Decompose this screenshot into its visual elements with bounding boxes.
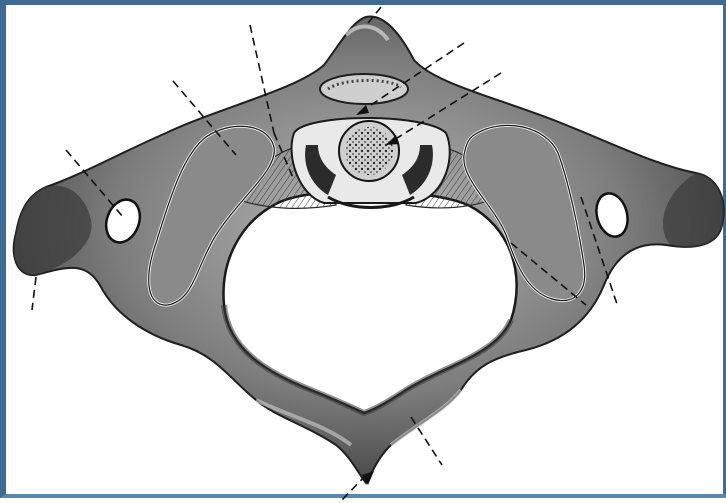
dens-spongy-bone (345, 127, 393, 175)
leader-line-process-left (32, 277, 36, 310)
leader-line-posterior-tubercle (341, 475, 366, 501)
atlas-vertebra-illustration (6, 5, 726, 503)
